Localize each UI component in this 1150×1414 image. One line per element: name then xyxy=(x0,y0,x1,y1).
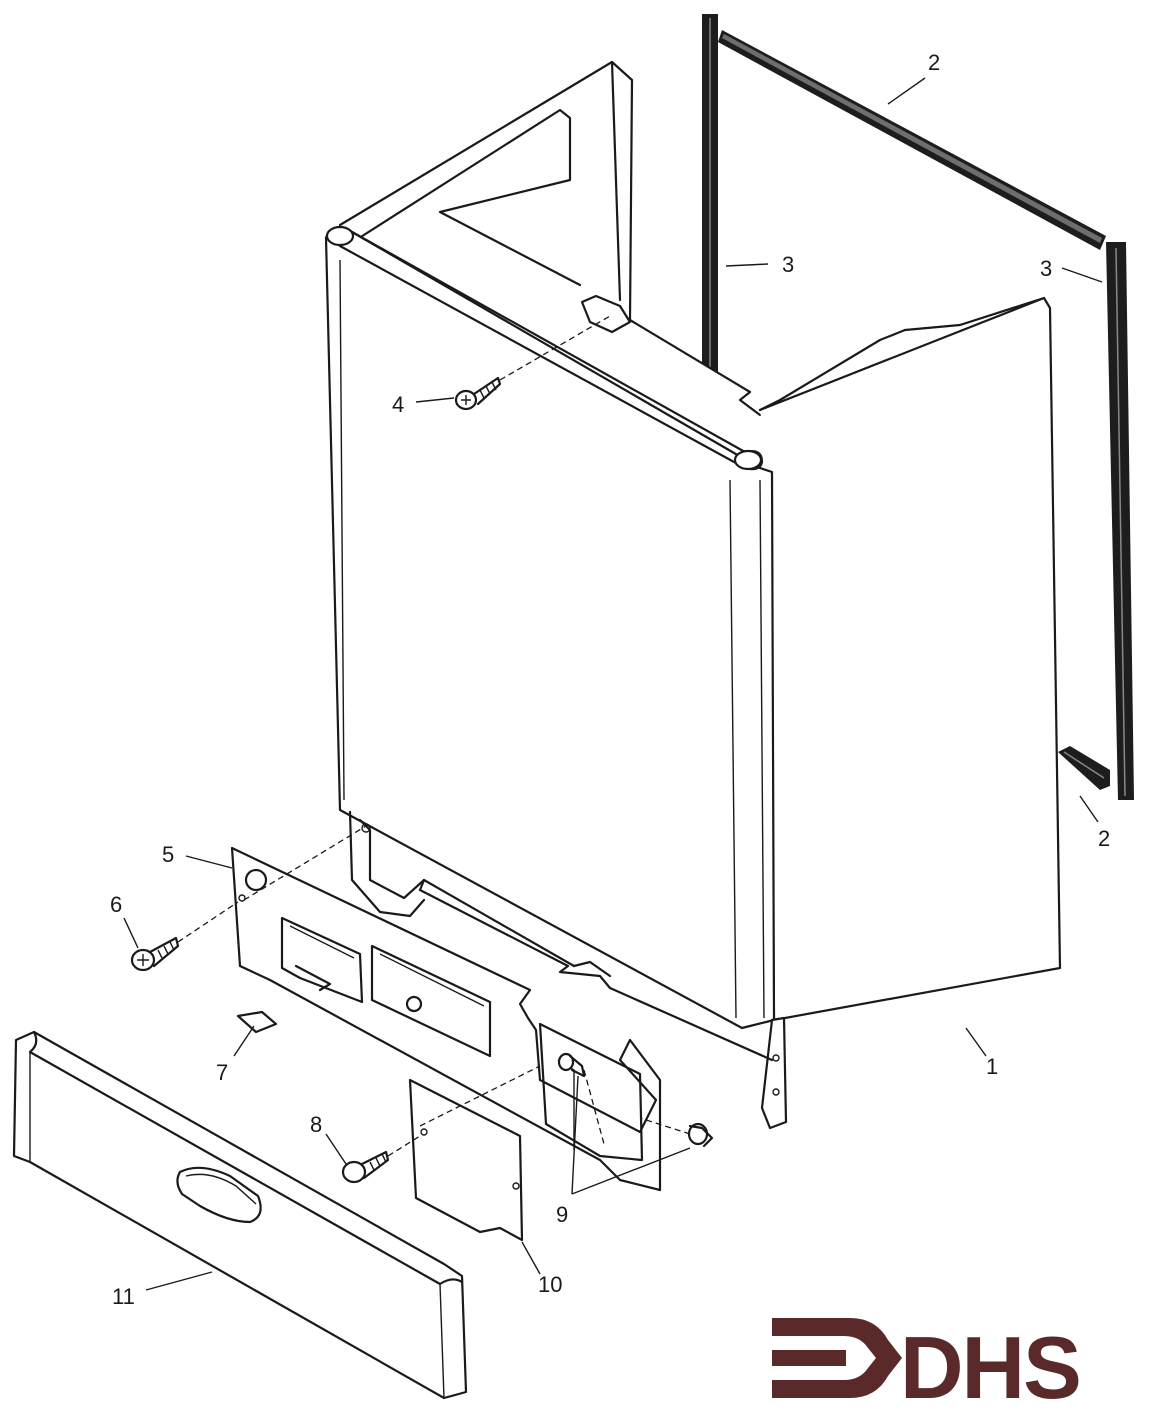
callout-5: 5 xyxy=(162,842,174,867)
callout-1: 1 xyxy=(986,1054,998,1079)
seal-strip-top xyxy=(718,30,1106,250)
callout-2-top: 2 xyxy=(928,50,940,75)
screw-small xyxy=(341,1150,390,1184)
callout-9: 9 xyxy=(556,1202,568,1227)
spindle-right xyxy=(639,1117,714,1148)
callout-8: 8 xyxy=(310,1112,322,1137)
control-bracket xyxy=(230,846,662,1192)
callout-3-left: 3 xyxy=(782,252,794,277)
casing xyxy=(324,60,1062,1130)
callout-6: 6 xyxy=(110,892,122,917)
screw-left xyxy=(130,936,180,972)
callout-labels: 2 3 3 4 5 6 7 8 9 10 11 1 2 xyxy=(110,50,1110,1309)
dhs-logo-text: DHS xyxy=(900,1318,1080,1414)
callout-10: 10 xyxy=(538,1272,562,1297)
callout-11: 11 xyxy=(112,1284,135,1309)
callout-7: 7 xyxy=(216,1060,228,1085)
callout-3-right: 3 xyxy=(1040,256,1052,281)
seal-strip-right-vertical xyxy=(1106,242,1134,800)
leader-lines xyxy=(123,77,1103,1291)
seal-strip-bottom xyxy=(1058,746,1110,790)
callout-4: 4 xyxy=(392,392,404,417)
screw-top xyxy=(454,376,502,411)
spindle-left xyxy=(557,1052,605,1145)
clip xyxy=(236,1010,278,1034)
fascia-panel xyxy=(12,1030,468,1400)
seal-strip-left-vertical xyxy=(702,14,718,380)
cover-plate xyxy=(408,1078,524,1242)
dhs-logo: DHS xyxy=(772,1318,1082,1414)
callout-2-bottom: 2 xyxy=(1098,826,1110,851)
dhs-logo-arrow-mark xyxy=(772,1318,902,1398)
